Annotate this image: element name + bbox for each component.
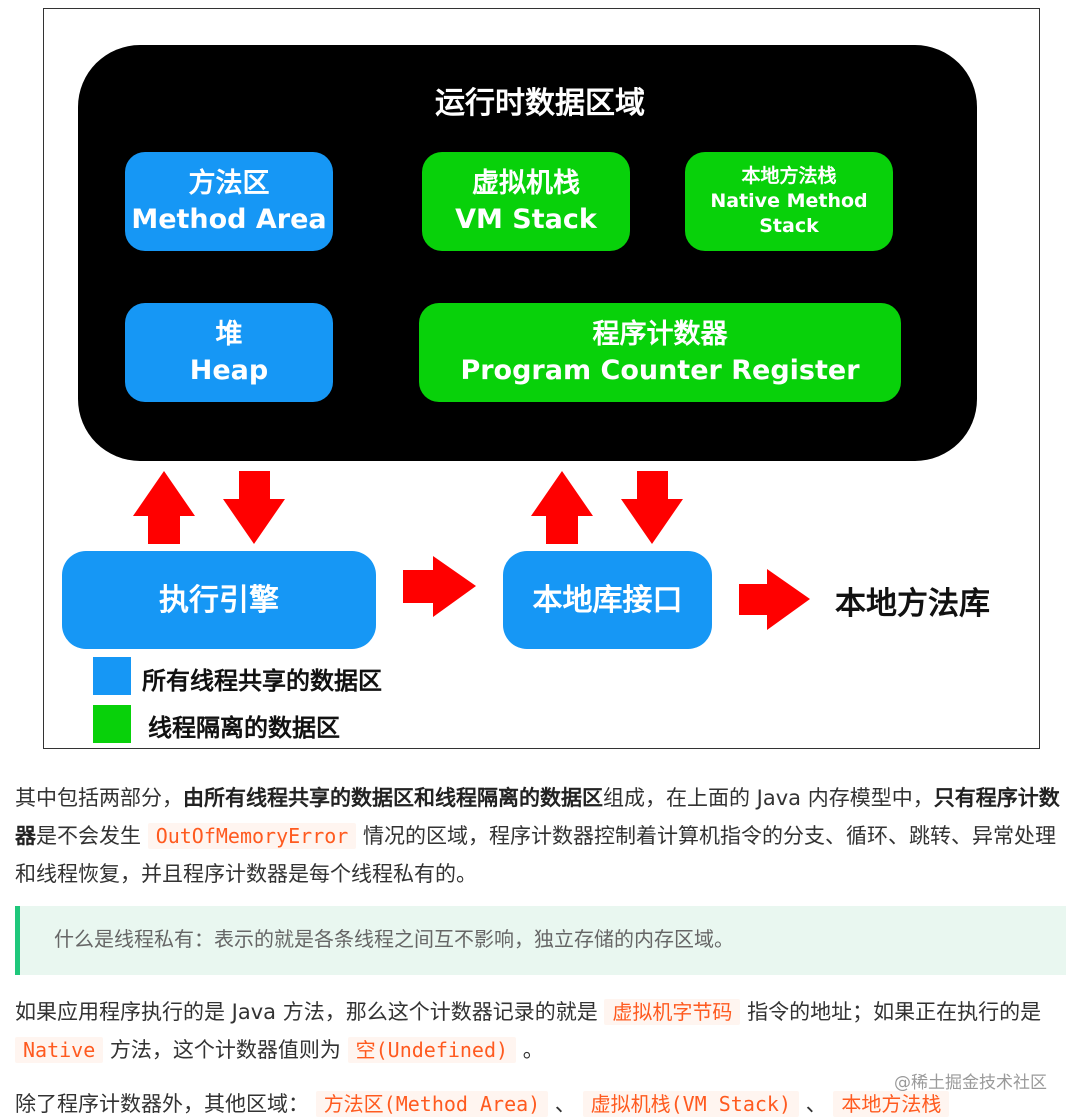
paragraph1-bold: 由所有线程共享的数据区和线程隔离的数据区 bbox=[183, 786, 603, 810]
program-counter-en: Program Counter Register bbox=[460, 354, 860, 386]
inline-code: 方法区(Method Area) bbox=[315, 1091, 549, 1117]
inline-code: Native bbox=[15, 1037, 104, 1063]
paragraph1-bold: 只有程序计数器 bbox=[15, 786, 1060, 848]
paragraph2-text: 指令的地址；如果正在执行的是 bbox=[740, 1000, 1042, 1024]
arrows-layer bbox=[133, 471, 810, 630]
arrow-down-icon bbox=[223, 471, 285, 544]
arrow-up-icon bbox=[133, 471, 195, 544]
blockquote: 什么是线程私有：表示的就是各条线程之间互不影响，独立存储的内存区域。 bbox=[15, 906, 1066, 975]
legend-label-isolated: 线程隔离的数据区 bbox=[148, 714, 340, 742]
inline-code: 空(Undefined) bbox=[347, 1037, 517, 1063]
paragraph2-text: 方法，这个计数器值则为 bbox=[103, 1038, 348, 1062]
native-method-stack-en: Native Method Stack bbox=[710, 190, 868, 237]
blockquote-text: 什么是线程私有：表示的就是各条线程之间互不影响，独立存储的内存区域。 bbox=[54, 927, 734, 951]
runtime-data-area-title: 运行时数据区域 bbox=[435, 86, 645, 121]
paragraph1-text: 情况的区域，程序计数器控制着计算机指令的分支、循环、跳转、异常处理和线程恢复，并… bbox=[15, 824, 1057, 886]
paragraph2-text: 。 bbox=[516, 1038, 544, 1062]
method-area-box: 方法区 Method Area bbox=[125, 152, 333, 251]
method-area-zh: 方法区 bbox=[188, 168, 270, 200]
native-method-stack-zh: 本地方法栈 bbox=[741, 165, 837, 188]
paragraph1-text: 组成，在上面的 Java 内存模型中， bbox=[603, 786, 934, 810]
arrow-right-icon bbox=[739, 569, 810, 630]
paragraph3-text: 、 bbox=[548, 1092, 583, 1116]
vm-stack-zh: 虚拟机栈 bbox=[472, 168, 580, 200]
legend-label-shared: 所有线程共享的数据区 bbox=[142, 667, 382, 695]
arrow-up-icon bbox=[531, 471, 593, 544]
vm-stack-en: VM Stack bbox=[455, 203, 597, 235]
program-counter-register-box: 程序计数器 Program Counter Register bbox=[419, 303, 901, 402]
execution-engine-label: 执行引擎 bbox=[159, 582, 279, 618]
native-interface-box: 本地库接口 bbox=[503, 551, 712, 649]
paragraph-shared-isolated: 其中包括两部分，由所有线程共享的数据区和线程隔离的数据区组成，在上面的 Java… bbox=[15, 779, 1065, 893]
vm-stack-box: 虚拟机栈 VM Stack bbox=[422, 152, 630, 251]
native-interface-label: 本地库接口 bbox=[532, 582, 683, 618]
heap-box: 堆 Heap bbox=[125, 303, 333, 402]
inline-code: 本地方法栈 bbox=[833, 1091, 950, 1117]
arrow-down-icon bbox=[621, 471, 683, 544]
legend-swatch-isolated bbox=[93, 705, 131, 743]
paragraph1-text: 是不会发生 bbox=[36, 824, 148, 848]
paragraph1-text: 其中包括两部分， bbox=[15, 786, 183, 810]
inline-code: OutOfMemoryError bbox=[147, 823, 357, 849]
heap-en: Heap bbox=[189, 354, 269, 386]
native-method-stack-box: 本地方法栈 Native Method Stack bbox=[685, 152, 893, 251]
method-area-en: Method Area bbox=[131, 203, 327, 235]
inline-code: 虚拟机栈(VM Stack) bbox=[582, 1091, 800, 1117]
inline-code: 虚拟机字节码 bbox=[604, 999, 741, 1025]
legend-swatch-shared bbox=[93, 657, 131, 695]
execution-engine-box: 执行引擎 bbox=[62, 551, 376, 649]
arrow-right-icon bbox=[403, 556, 476, 617]
heap-zh: 堆 bbox=[215, 319, 243, 351]
paragraph3-text: 、 bbox=[799, 1092, 834, 1116]
program-counter-zh: 程序计数器 bbox=[592, 319, 728, 351]
native-method-library-label: 本地方法库 bbox=[835, 586, 990, 622]
paragraph2-text: 如果应用程序执行的是 Java 方法，那么这个计数器记录的就是 bbox=[15, 1000, 605, 1024]
watermark: @稀土掘金技术社区 bbox=[894, 1073, 1047, 1093]
paragraph3-text: 除了程序计数器外，其他区域： bbox=[15, 1092, 316, 1116]
paragraph-pc-value: 如果应用程序执行的是 Java 方法，那么这个计数器记录的就是 虚拟机字节码 指… bbox=[15, 993, 1065, 1069]
paragraph-other-areas: 除了程序计数器外，其他区域： 方法区(Method Area) 、 虚拟机栈(V… bbox=[15, 1085, 1065, 1119]
